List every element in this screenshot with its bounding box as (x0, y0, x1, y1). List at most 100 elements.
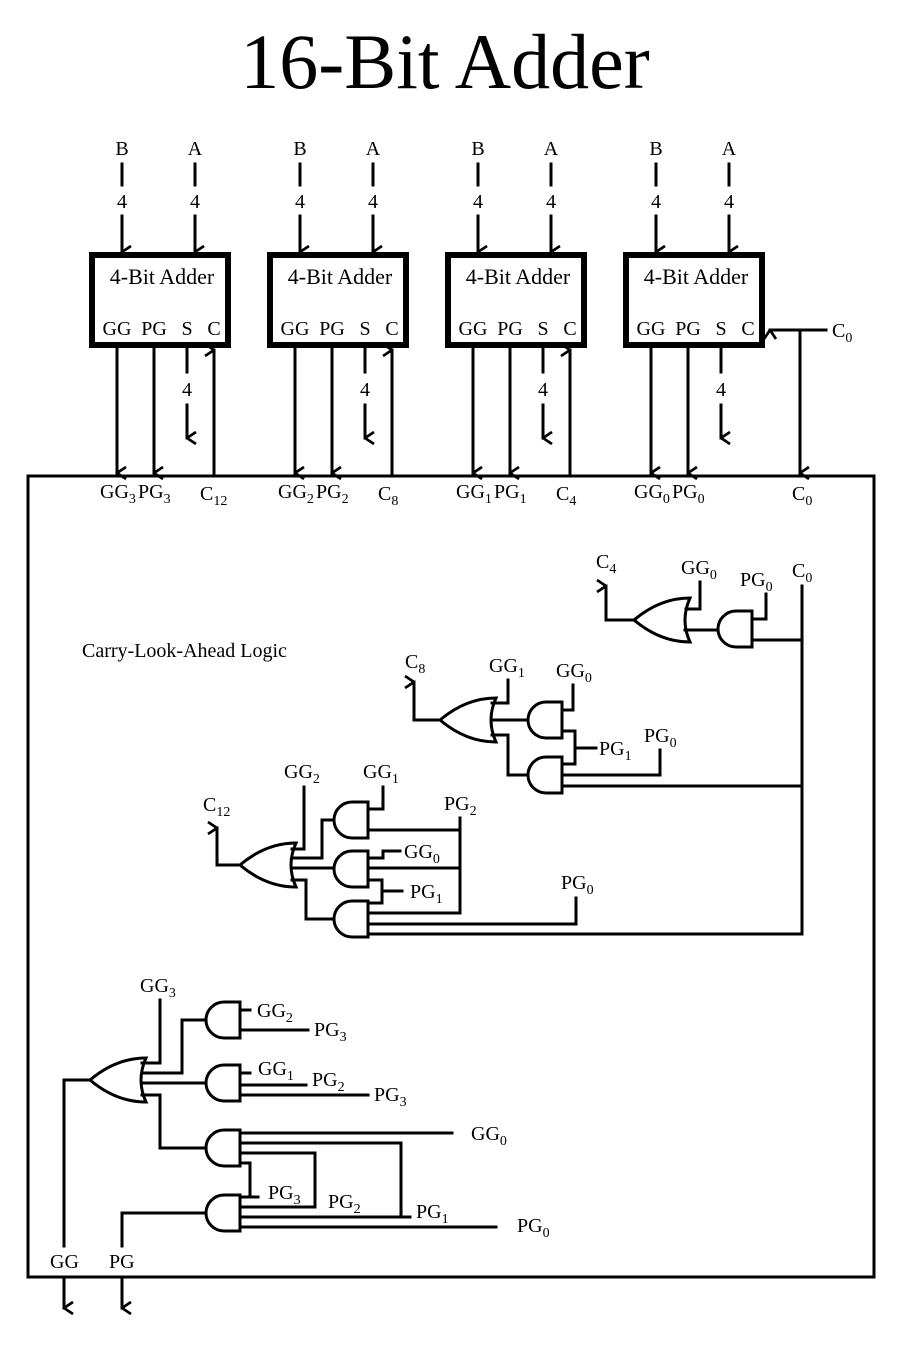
input-b-width: 4 (295, 191, 305, 213)
c12-gg1-wire (366, 785, 385, 811)
gg-label: GG1 (456, 481, 492, 507)
pg-pg2-label: PG2 (328, 1191, 361, 1217)
sum-width: 4 (538, 379, 548, 401)
input-a-width: 4 (368, 191, 378, 213)
port-s: S (359, 318, 370, 340)
c4-output (606, 586, 636, 622)
adder-box (623, 252, 765, 348)
c8-label: C8 (405, 651, 425, 677)
input-a-label: A (722, 138, 737, 160)
c8-gg0-label: GG0 (556, 660, 592, 686)
c12-gg1-label: GG1 (363, 761, 399, 787)
pg-pg0-label: PG0 (517, 1215, 550, 1241)
c4-c0-label: C0 (792, 560, 812, 586)
port-s: S (537, 318, 548, 340)
gg-and-gate-2 (204, 1063, 242, 1103)
adder-title: 4-Bit Adder (288, 264, 393, 289)
input-a-width: 4 (190, 191, 200, 213)
pg-pg1-label: PG1 (416, 1201, 449, 1227)
input-a-label: A (366, 138, 381, 160)
adder-box (267, 252, 409, 348)
port-gg: GG (103, 318, 132, 340)
c4-label: C4 (596, 551, 616, 577)
c12-pg1-label: PG1 (410, 881, 443, 907)
carry-label: C4 (556, 483, 576, 509)
port-pg: PG (319, 318, 345, 340)
port-c: C (741, 318, 754, 340)
c8-gg1-label: GG1 (489, 655, 525, 681)
gg-gg0-label: GG0 (471, 1123, 507, 1149)
input-b-width: 4 (473, 191, 483, 213)
gg-and3-to-or (140, 1093, 208, 1150)
input-b-width: 4 (117, 191, 127, 213)
sum-width: 4 (716, 379, 726, 401)
pg-label: PG1 (494, 481, 527, 507)
c12-and-gate-1 (332, 800, 370, 840)
port-s: S (715, 318, 726, 340)
pg2-bus (238, 1151, 317, 1209)
gg-pg3b-label: PG3 (374, 1084, 407, 1110)
gg-output-label: GG (50, 1251, 79, 1273)
c0-frame-label: C0 (792, 483, 812, 509)
gg-gg2-label: GG2 (257, 1000, 293, 1026)
c8-and2-to-or (490, 733, 530, 777)
pg1-bus (238, 1141, 403, 1219)
c12-pg2-label: PG2 (444, 793, 477, 819)
pg-label: PG0 (672, 481, 705, 507)
gg-pg3-label: PG3 (314, 1019, 347, 1045)
gg-pg2-label: PG2 (312, 1069, 345, 1095)
c12-and3-to-or (290, 878, 336, 921)
c8-gg1-wire (490, 678, 510, 705)
c8-and-gate-1 (526, 700, 564, 740)
input-a-label: A (544, 138, 559, 160)
c12-and1-to-or (290, 818, 336, 860)
input-a-width: 4 (546, 191, 556, 213)
c8-or-gate (437, 696, 499, 744)
c4-gg0-label: GG0 (681, 557, 717, 583)
c12-and-gate-3 (332, 899, 370, 939)
c12-gg0-label: GG0 (404, 841, 440, 867)
port-gg: GG (281, 318, 310, 340)
pg3-bus (238, 1161, 252, 1199)
c8-pg0-label: PG0 (644, 725, 677, 751)
port-gg: GG (637, 318, 666, 340)
input-b-label: B (471, 138, 484, 160)
input-b-label: B (293, 138, 306, 160)
port-c: C (385, 318, 398, 340)
c4-or-gate (631, 596, 693, 644)
input-b-width: 4 (651, 191, 661, 213)
c12-pg1-join (366, 878, 384, 905)
pg-output-label: PG (109, 1251, 135, 1273)
pg-and-gate (204, 1193, 242, 1233)
gg-and-gate-1 (204, 1000, 242, 1040)
c8-and-gate-2 (526, 755, 564, 795)
sum-width: 4 (182, 379, 192, 401)
c8-pg0-wire (560, 748, 662, 777)
carry-in-label: C0 (832, 320, 852, 346)
c4-and-gate (716, 609, 754, 649)
input-a-width: 4 (724, 191, 734, 213)
adder-title: 4-Bit Adder (466, 264, 571, 289)
cla-label: Carry-Look-Ahead Logic (82, 640, 287, 662)
port-c: C (207, 318, 220, 340)
adder-title: 4-Bit Adder (644, 264, 749, 289)
gg-gg3-wire (140, 998, 162, 1065)
c12-gg2-wire (290, 785, 306, 851)
c4-gg0-wire (684, 580, 702, 611)
port-s: S (181, 318, 192, 340)
gg-and1-to-or (140, 1018, 208, 1075)
adder-title: 4-Bit Adder (110, 264, 215, 289)
c8-pg1-label: PG1 (599, 738, 632, 764)
input-a-label: A (188, 138, 203, 160)
cla-frame (26, 474, 876, 1279)
input-b-label: B (649, 138, 662, 160)
gg-label: GG0 (634, 481, 670, 507)
